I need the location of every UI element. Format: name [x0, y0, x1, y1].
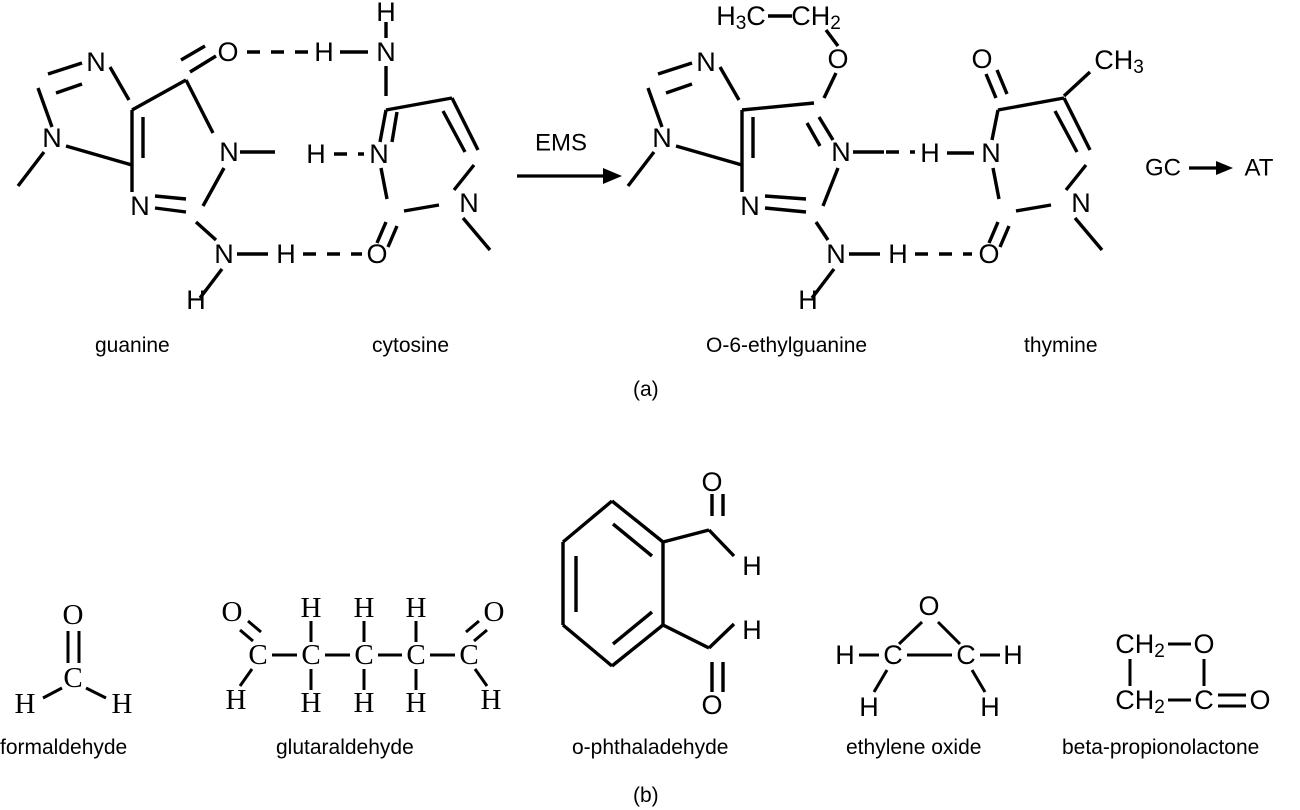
atom-eg-n9: N	[652, 123, 672, 153]
atom-ga-c4: C	[406, 639, 425, 671]
atom-cyt-n3: N	[369, 139, 389, 169]
atom-ga-c5: C	[459, 639, 478, 671]
molecule-thymine: N N O O CH3	[971, 44, 1143, 269]
label-o6-ethylguanine: O-6-ethylguanine	[706, 334, 868, 357]
molecule-glutaraldehyde: C C C C C O O H H H H H H H H	[222, 592, 505, 719]
atom-ga-h-c4-down: H	[406, 687, 427, 719]
atom-n3: N	[130, 191, 150, 221]
atom-eg-h3c: H3C	[716, 1, 766, 34]
atom-ga-c1: C	[248, 639, 267, 671]
atom-eg-ch2: CH2	[791, 1, 841, 34]
atom-hb2-h-mid: H	[920, 138, 940, 168]
atom-ga-o-left: O	[222, 596, 243, 628]
atom-ga-h-c2-down: H	[301, 687, 322, 719]
atom-cyt-o2: O	[366, 239, 387, 269]
label-o-phthaladehyde: o-phthaladehyde	[572, 736, 729, 759]
atom-eg-n1: N	[831, 137, 851, 167]
mutation-from-label: GC	[1145, 155, 1181, 182]
caption-panel-b: (b)	[633, 784, 659, 807]
molecule-o6-ethylguanine: N N N N O N H H3C CH2	[626, 1, 884, 315]
atom-eo-c-right: C	[956, 640, 976, 670]
atom-n7: N	[86, 47, 106, 77]
atom-ga-o-right: O	[484, 596, 505, 628]
label-guanine: guanine	[95, 334, 170, 357]
atom-eo-c-left: C	[883, 640, 903, 670]
atom-fa-o: O	[63, 599, 84, 631]
atom-thy-o2: O	[978, 239, 999, 269]
hydrogen-bonds-egt: H H	[886, 138, 974, 269]
atom-fa-c: C	[63, 662, 82, 694]
reaction-arrow-ems: EMS	[517, 130, 622, 184]
atom-n2: N	[214, 239, 234, 269]
arrowhead-mutation	[1216, 161, 1233, 175]
atom-eg-n3: N	[740, 191, 760, 221]
atom-thy-n1: N	[1071, 188, 1091, 218]
label-beta-propionolactone: beta-propionolactone	[1062, 736, 1260, 759]
atom-hb2-h-bot: H	[888, 239, 908, 269]
atom-ga-h-c3-down: H	[354, 687, 375, 719]
atom-eg-n2: N	[826, 239, 846, 269]
atom-cyt-n1: N	[459, 188, 479, 218]
atom-ga-h-c2-up: H	[301, 592, 322, 624]
atom-bpl-ch2-top: CH2	[1115, 629, 1165, 662]
molecule-o-phthaladehyde: O O H H	[561, 467, 762, 720]
caption-panel-a: (a)	[633, 378, 659, 401]
atom-bpl-o-carbonyl: O	[1249, 685, 1270, 715]
label-cytosine: cytosine	[372, 334, 450, 357]
arrowhead-ems	[603, 168, 622, 184]
atom-hb-h-top: H	[314, 37, 334, 67]
atom-opa-h-top: H	[742, 551, 762, 581]
atom-cyt-n4: N	[376, 37, 396, 67]
atom-hb-h-bot: H	[276, 239, 296, 269]
atom-thy-ch3: CH3	[1094, 45, 1144, 78]
hydrogen-bonds-gc: H H H	[247, 37, 368, 269]
mutation-note: GC AT	[1145, 155, 1274, 182]
atom-ga-h-left: H	[226, 684, 247, 716]
atom-ga-h-c4-up: H	[406, 592, 427, 624]
molecule-guanine: N N N N O N H	[16, 37, 275, 315]
molecule-formaldehyde: O C H H	[15, 599, 133, 720]
atom-ga-h-c3-up: H	[354, 592, 375, 624]
atom-eo-h-right: H	[1003, 640, 1023, 670]
atom-fa-h-left: H	[15, 688, 36, 720]
atom-eo-o: O	[918, 591, 939, 621]
atom-o6: O	[217, 37, 238, 67]
atom-ga-c2: C	[301, 639, 320, 671]
mutation-to-label: AT	[1245, 155, 1274, 182]
atom-cyt-n4-h: H	[376, 0, 396, 27]
label-ethylene-oxide: ethylene oxide	[846, 736, 982, 759]
atom-eg-n2-h: H	[798, 285, 818, 315]
atom-opa-o-bottom: O	[701, 690, 722, 720]
atom-opa-o-top: O	[701, 467, 722, 497]
label-thymine: thymine	[1024, 334, 1098, 357]
atom-eg-n7: N	[696, 47, 716, 77]
atom-n9: N	[42, 123, 62, 153]
atom-thy-o4: O	[971, 44, 992, 74]
atom-hb-h-mid: H	[306, 139, 326, 169]
atom-eo-h-br: H	[980, 692, 1000, 722]
atom-eo-h-left: H	[835, 640, 855, 670]
atom-fa-h-right: H	[112, 688, 133, 720]
molecule-cytosine: N H N N O	[366, 0, 492, 269]
reaction-label-ems: EMS	[535, 130, 587, 157]
molecule-ethylene-oxide: O C C H H H H	[835, 591, 1023, 722]
atom-eg-o6: O	[827, 44, 848, 74]
label-glutaraldehyde: glutaraldehyde	[276, 736, 414, 759]
atom-n2-h: H	[186, 285, 206, 315]
atom-bpl-c: C	[1194, 685, 1214, 715]
atom-eo-h-bl: H	[859, 692, 879, 722]
atom-opa-h-bottom: H	[742, 615, 762, 645]
label-formaldehyde: formaldehyde	[0, 736, 128, 759]
molecule-beta-propionolactone: CH2 CH2 O C O	[1115, 629, 1270, 718]
atom-bpl-ch2-bottom: CH2	[1115, 685, 1165, 718]
atom-ga-h-right: H	[481, 684, 502, 716]
atom-thy-n3: N	[981, 138, 1001, 168]
atom-ga-c3: C	[354, 639, 373, 671]
atom-n1: N	[219, 137, 239, 167]
atom-bpl-o-ring: O	[1193, 629, 1214, 659]
